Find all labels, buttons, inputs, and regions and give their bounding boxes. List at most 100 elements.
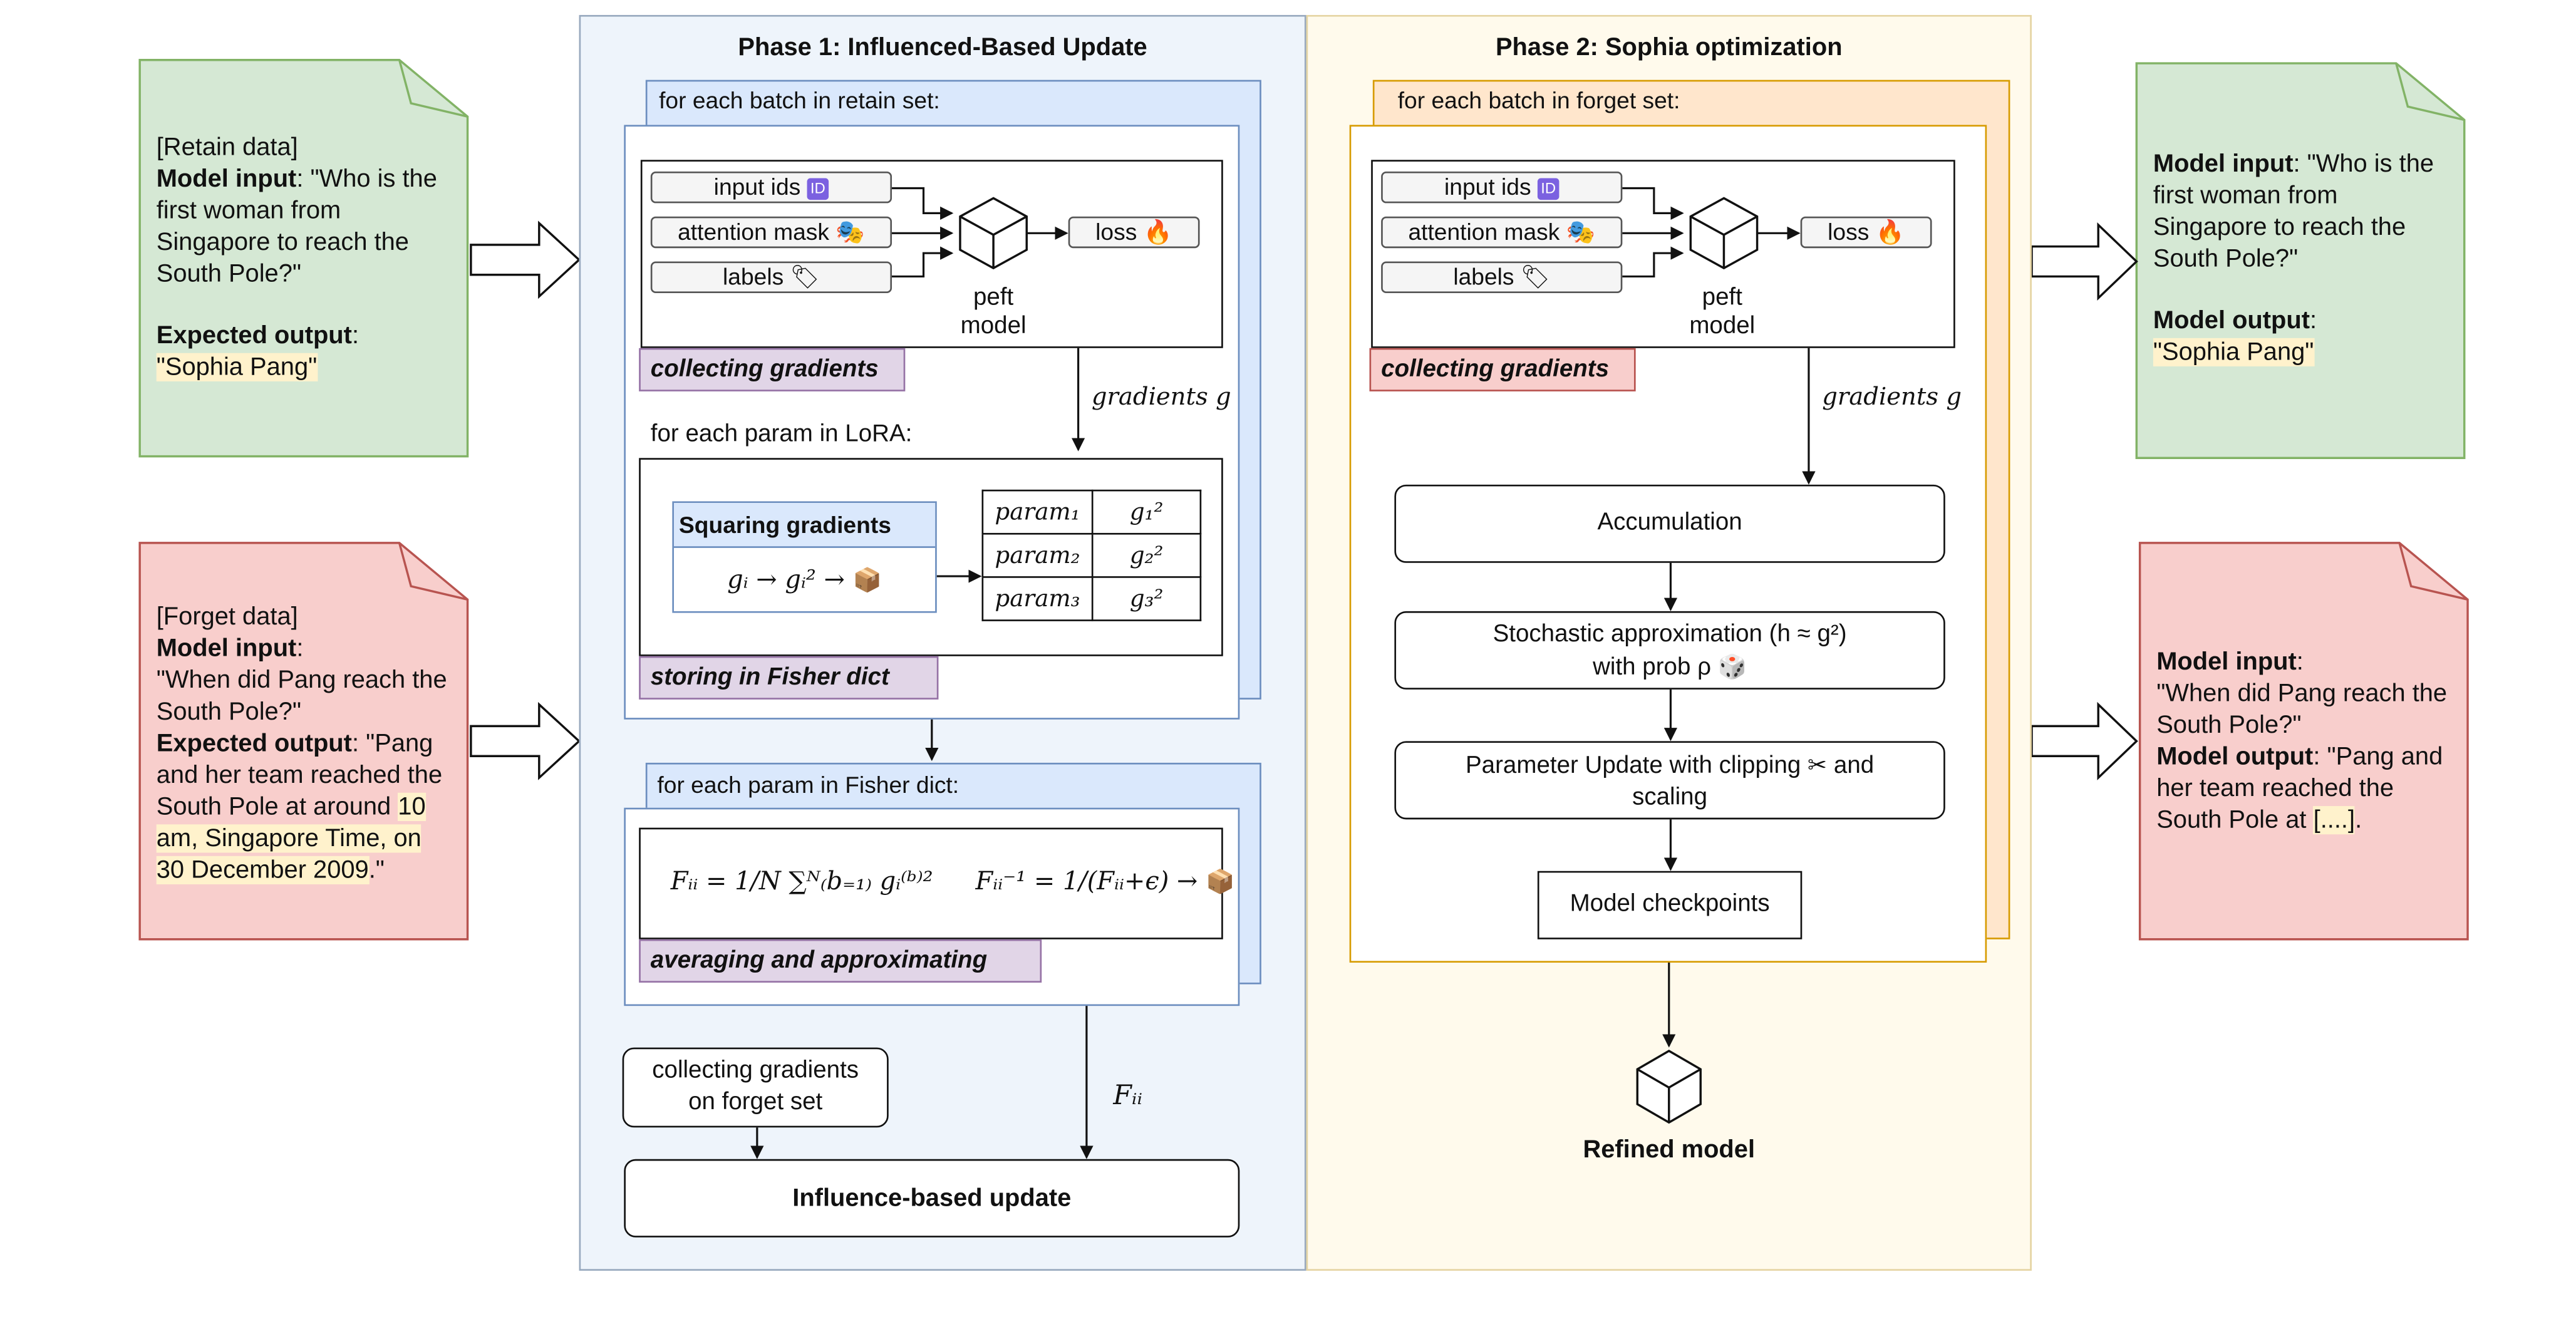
forget-input-key: Model input [156, 634, 297, 663]
param-name: param₁ [981, 489, 1094, 535]
phase1-title: Phase 1: Influenced-Based Update [738, 33, 1147, 62]
retain-output-text: Model input: "Who is the first woman fro… [2153, 148, 2453, 368]
p2-collecting-gradients-tag: collecting gradients [1369, 348, 1636, 391]
collect-forget-line1: collecting gradients [652, 1057, 859, 1085]
p1-gradients-label: gradients g [1091, 385, 1231, 411]
forget-expected-key: Expected output [156, 729, 352, 758]
squaring-title: Squaring gradients [674, 503, 936, 548]
p2-loss: loss 🔥 [1800, 216, 1932, 249]
squaring-formula: gᵢ → gᵢ² → [727, 564, 845, 595]
cube-icon [1636, 1049, 1702, 1124]
forget-loop-label: for each batch in forget set: [1397, 86, 1680, 113]
fisher-loop-label: for each param in Fisher dict: [657, 771, 960, 798]
forget-out-arrow [2030, 701, 2138, 780]
collect-forget-box: collecting gradients on forget set [622, 1047, 889, 1128]
forget-output-input-key: Model input [2156, 648, 2297, 676]
retain-input-text: [Retain data] Model input: "Who is the f… [156, 132, 456, 383]
p2-attention-mask: attention mask 🎭 [1381, 216, 1623, 249]
forget-expected-end: ." [368, 856, 385, 885]
forget-output-value: : "Pang and her team reached the South P… [2156, 743, 2443, 835]
storing-fisher-tag: storing in Fisher dict [639, 656, 939, 700]
stochastic-box: Stochastic approximation (h ≈ g²) with p… [1394, 611, 1945, 690]
cube-icon [1689, 197, 1759, 270]
p1-input-ids-label: input ids [713, 173, 801, 200]
fire-icon: 🔥 [1143, 218, 1173, 245]
retain-in-arrow [470, 220, 581, 299]
lora-loop-label: for each param in LoRA: [650, 421, 913, 448]
forget-output-text: Model input: "When did Pang reach the So… [2156, 646, 2456, 836]
forget-output-highlight: [....] [2313, 806, 2356, 835]
forget-in-arrow [470, 701, 581, 780]
fii-label: Fᵢᵢ [1113, 1079, 1143, 1111]
squaring-box: Squaring gradients gᵢ → gᵢ² → 📦 [672, 501, 937, 613]
p2-loss-label: loss [1828, 218, 1870, 245]
p2-gradients-label: gradients g [1822, 385, 1962, 411]
refined-model-label: Refined model [1583, 1135, 1756, 1164]
forget-input-value: "When did Pang reach the South Pole?" [156, 666, 447, 726]
label-tag-icon: 🏷 [1520, 263, 1551, 290]
forget-input-colon: : [296, 634, 304, 663]
storage-box-icon: 📦 [852, 567, 882, 595]
p2-input-ids: input ids ID [1381, 171, 1623, 204]
retain-expected-key: Expected output [156, 321, 352, 350]
fire-icon: 🔥 [1875, 218, 1905, 245]
forget-input-note: [Forget data] Model input: "When did Pan… [140, 543, 467, 939]
retain-output-value: "Sophia Pang" [2153, 338, 2314, 367]
param-update-and: and [1833, 752, 1875, 780]
param-name: param₃ [981, 576, 1094, 621]
p2-model-line1: peft [1702, 284, 1742, 312]
p2-model-line2: model [1689, 313, 1756, 340]
retain-out-arrow [2030, 222, 2138, 301]
retain-expected-colon: : [351, 321, 360, 350]
forget-output-note-shape [2138, 542, 2469, 941]
p1-peft-model-label: peft model [942, 285, 1045, 341]
forget-output-note: Model input: "When did Pang reach the So… [2140, 543, 2468, 939]
retain-output-note: Model input: "Who is the first woman fro… [2136, 63, 2464, 458]
param-update-box: Parameter Update with clipping ✂ and sca… [1394, 741, 1945, 820]
theater-mask-icon: 🎭 [835, 218, 865, 245]
param-update-line2: scaling [1632, 784, 1708, 812]
p2-labels: labels 🏷 [1381, 261, 1623, 294]
storage-box-icon: 📦 [1206, 869, 1235, 896]
scissors-icon: ✂ [1808, 751, 1828, 778]
influence-update-box: Influence-based update [624, 1159, 1240, 1238]
forget-output-end: . [2355, 806, 2362, 835]
param-grad: g₂² [1091, 532, 1202, 578]
forget-output-key: Model output [2156, 743, 2314, 772]
p2-labels-label: labels [1453, 263, 1514, 290]
squaring-formula-row: gᵢ → gᵢ² → 📦 [674, 548, 935, 613]
retain-output-input-value: : "Who is the first woman from Singapore… [2153, 150, 2434, 274]
retain-loop-label: for each batch in retain set: [659, 86, 940, 113]
id-badge-icon: ID [807, 178, 829, 200]
p1-input-ids: input ids ID [650, 171, 892, 204]
forget-input-tag: [Forget data] [156, 602, 298, 631]
retain-input-note: [Retain data] Model input: "Who is the f… [140, 60, 467, 457]
accumulation-box: Accumulation [1394, 484, 1945, 563]
forget-input-text: [Forget data] Model input: "When did Pan… [156, 601, 456, 886]
stochastic-line2: with prob ρ [1593, 654, 1712, 681]
p1-collecting-gradients-tag: collecting gradients [639, 348, 906, 391]
retain-input-key: Model input [156, 165, 297, 194]
label-tag-icon: 🏷 [790, 263, 820, 290]
fisher-inverse-formula: Fᵢᵢ⁻¹ = 1/(Fᵢᵢ+ϵ) → [975, 866, 1198, 896]
cube-icon [959, 197, 1028, 270]
checkpoints-box: Model checkpoints [1537, 871, 1803, 939]
collect-forget-line2: on forget set [688, 1089, 823, 1116]
param-name: param₂ [981, 532, 1094, 578]
param-grad: g₁² [1091, 489, 1202, 535]
fisher-formula-row: Fᵢᵢ = 1/N ∑ᴺ₍b₌₁₎ gᵢ⁽ᵇ⁾² Fᵢᵢ⁻¹ = 1/(Fᵢᵢ+… [671, 866, 1235, 896]
p1-loss: loss 🔥 [1068, 216, 1200, 249]
forget-output-colon: : [2296, 648, 2304, 676]
retain-input-tag: [Retain data] [156, 133, 298, 162]
p1-labels: labels 🏷 [650, 261, 892, 294]
retain-output-colon: : [2310, 306, 2317, 335]
p1-loss-label: loss [1095, 218, 1137, 245]
p1-labels-label: labels [723, 263, 784, 290]
param-grad: g₃² [1091, 576, 1202, 621]
retain-output-key: Model output [2153, 306, 2310, 335]
